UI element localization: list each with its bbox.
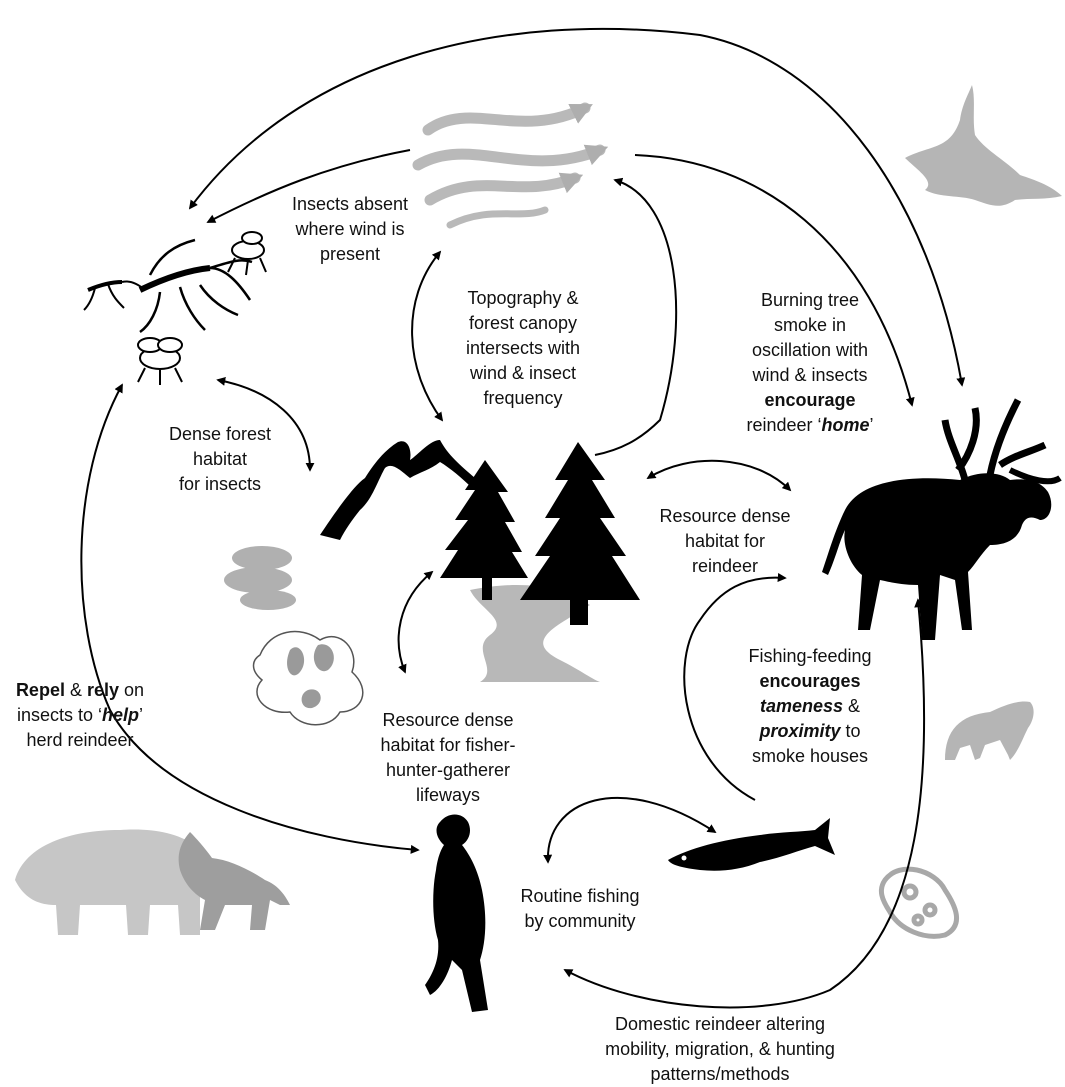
label-wind: Insects absent where wind is present bbox=[270, 192, 430, 267]
arrow-outer-top bbox=[188, 27, 966, 387]
label-routine-fishing: Routine fishing by community bbox=[500, 884, 660, 934]
label-line: Topography & bbox=[467, 288, 579, 308]
label-reindeer-habitat: Resource dense habitat for reindeer bbox=[645, 504, 805, 579]
label-smoke: Burning tree smoke in oscillation with w… bbox=[725, 288, 895, 438]
label-emphasis: tameness bbox=[759, 696, 844, 716]
label-line: Resource dense bbox=[659, 506, 791, 526]
label-line: patterns/methods bbox=[650, 1064, 790, 1084]
label-line: tameness & bbox=[725, 694, 895, 719]
label-text: reindeer ‘ bbox=[746, 415, 822, 435]
arrow-fisher-habitat bbox=[397, 570, 434, 674]
label-line: encourage bbox=[725, 388, 895, 413]
label-line: Resource dense bbox=[382, 710, 514, 730]
label-line: wind & insect bbox=[469, 363, 577, 383]
label-line: Insects absent bbox=[291, 194, 409, 214]
arrow-domestic bbox=[563, 598, 926, 1009]
label-line: frequency bbox=[483, 388, 563, 408]
label-line: hunter-gatherer bbox=[385, 760, 511, 780]
arrow-forest-reindeer bbox=[646, 459, 792, 492]
label-text: & bbox=[64, 680, 87, 700]
label-line: by community bbox=[524, 911, 636, 931]
label-topography: Topography & forest canopy intersects wi… bbox=[448, 286, 598, 411]
label-line: where wind is bbox=[295, 219, 405, 239]
arrow-wind-to-insects bbox=[206, 149, 411, 223]
label-line: habitat bbox=[192, 449, 248, 469]
pine-tree-icon bbox=[440, 460, 528, 600]
label-text: insects to ‘ bbox=[16, 705, 103, 725]
label-line: reindeer ‘home’ bbox=[725, 413, 895, 438]
label-line: herd reindeer bbox=[26, 730, 134, 750]
label-line: wind & insects bbox=[752, 365, 868, 385]
label-line: smoke in bbox=[773, 315, 847, 335]
arrow-repel-rely bbox=[80, 383, 420, 854]
label-text: ’ bbox=[869, 415, 874, 435]
label-emphasis: encourages bbox=[759, 671, 861, 691]
label-line: smoke houses bbox=[751, 746, 869, 766]
label-line: proximity to bbox=[725, 719, 895, 744]
label-line: Dense forest bbox=[168, 424, 272, 444]
label-line: mobility, migration, & hunting bbox=[605, 1039, 835, 1059]
lichen-icon bbox=[252, 630, 364, 726]
label-text: ’ bbox=[139, 705, 144, 725]
label-line: for insects bbox=[178, 474, 262, 494]
label-line: Burning tree bbox=[760, 290, 860, 310]
label-repel: Repel & rely on insects to ‘help’ herd r… bbox=[0, 678, 160, 753]
grouse-icon bbox=[905, 85, 1062, 206]
label-line: Routine fishing bbox=[520, 886, 640, 906]
label-text: to bbox=[840, 721, 861, 741]
microbe-icon bbox=[878, 866, 959, 939]
wolf-icon bbox=[178, 832, 290, 930]
label-emphasis: home bbox=[821, 415, 870, 435]
label-line: habitat for fisher- bbox=[380, 735, 516, 755]
label-text: & bbox=[843, 696, 861, 716]
person-icon bbox=[425, 814, 488, 1012]
label-line: Repel & rely on bbox=[0, 678, 160, 703]
mushroom-icon bbox=[224, 546, 296, 610]
label-dense-forest: Dense forest habitat for insects bbox=[150, 422, 290, 497]
label-line: reindeer bbox=[691, 556, 759, 576]
wind-arrows-icon bbox=[412, 102, 609, 229]
label-emphasis: rely bbox=[86, 680, 120, 700]
reindeer-icon bbox=[822, 398, 1062, 640]
label-line: habitat for bbox=[684, 531, 766, 551]
label-line: intersects with bbox=[465, 338, 581, 358]
label-line: insects to ‘help’ bbox=[0, 703, 160, 728]
pine-tree-icon bbox=[520, 442, 640, 625]
mosquito-icon bbox=[83, 280, 146, 311]
arrow-topography bbox=[411, 250, 444, 422]
arrows bbox=[80, 27, 966, 1009]
label-text: on bbox=[119, 680, 145, 700]
label-line: lifeways bbox=[415, 785, 481, 805]
label-emphasis: encourage bbox=[764, 390, 856, 410]
fly-icon bbox=[227, 231, 267, 276]
label-line: Fishing-feeding bbox=[748, 646, 872, 666]
label-emphasis: proximity bbox=[759, 721, 841, 741]
label-fishing-feeding: Fishing-feeding encourages tameness & pr… bbox=[725, 644, 895, 769]
label-emphasis: help bbox=[102, 705, 140, 725]
label-line: present bbox=[319, 244, 381, 264]
fly-icon bbox=[137, 337, 183, 385]
label-line: forest canopy bbox=[468, 313, 578, 333]
mountain-icon bbox=[320, 440, 475, 540]
label-domestic: Domestic reindeer altering mobility, mig… bbox=[585, 1012, 855, 1087]
label-line: oscillation with bbox=[751, 340, 869, 360]
arrow-wind-to-reindeer bbox=[634, 154, 915, 407]
label-line: encourages bbox=[725, 669, 895, 694]
arrow-canopy-wind bbox=[594, 177, 678, 456]
bear-icon bbox=[15, 829, 207, 935]
pike-fish-icon bbox=[668, 818, 835, 871]
wolf-icon bbox=[945, 701, 1034, 760]
label-line: Domestic reindeer altering bbox=[614, 1014, 826, 1034]
label-emphasis: Repel bbox=[15, 680, 65, 700]
label-fisher-habitat: Resource dense habitat for fisher- hunte… bbox=[368, 708, 528, 808]
